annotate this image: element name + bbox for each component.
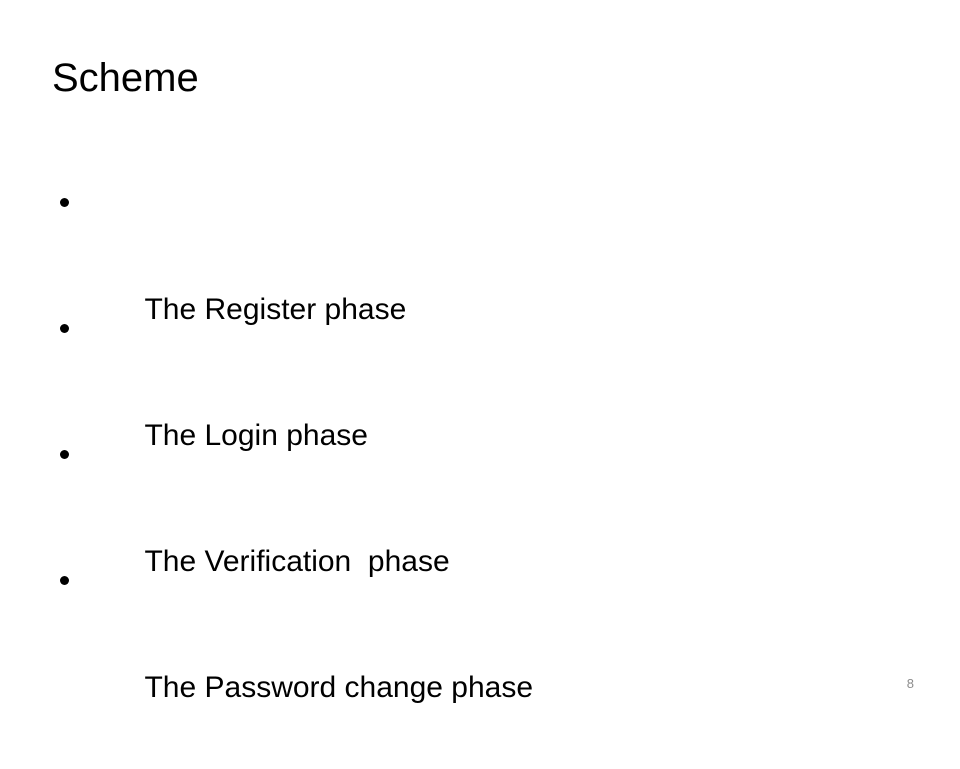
bullet-item: The Login phase: [60, 301, 533, 452]
bullet-text: The Register phase: [144, 293, 407, 326]
slide-title: Scheme: [52, 56, 199, 100]
slide: Scheme The Register phase The Login phas…: [52, 56, 914, 704]
bullet-text: The Password change phase: [144, 671, 534, 704]
bullet-item: The Register phase: [60, 175, 533, 326]
bullet-dot-icon: [60, 450, 69, 459]
page-number: 8: [906, 676, 914, 691]
bullet-text: The Login phase: [144, 419, 368, 452]
bullet-list: The Register phase The Login phase The V…: [60, 175, 533, 704]
bullet-text: The Verification phase: [144, 545, 450, 578]
bullet-item: The Verification phase: [60, 427, 533, 578]
bullet-item: The Password change phase: [60, 553, 533, 704]
bullet-dot-icon: [60, 198, 69, 207]
bullet-dot-icon: [60, 324, 69, 333]
bullet-dot-icon: [60, 576, 69, 585]
